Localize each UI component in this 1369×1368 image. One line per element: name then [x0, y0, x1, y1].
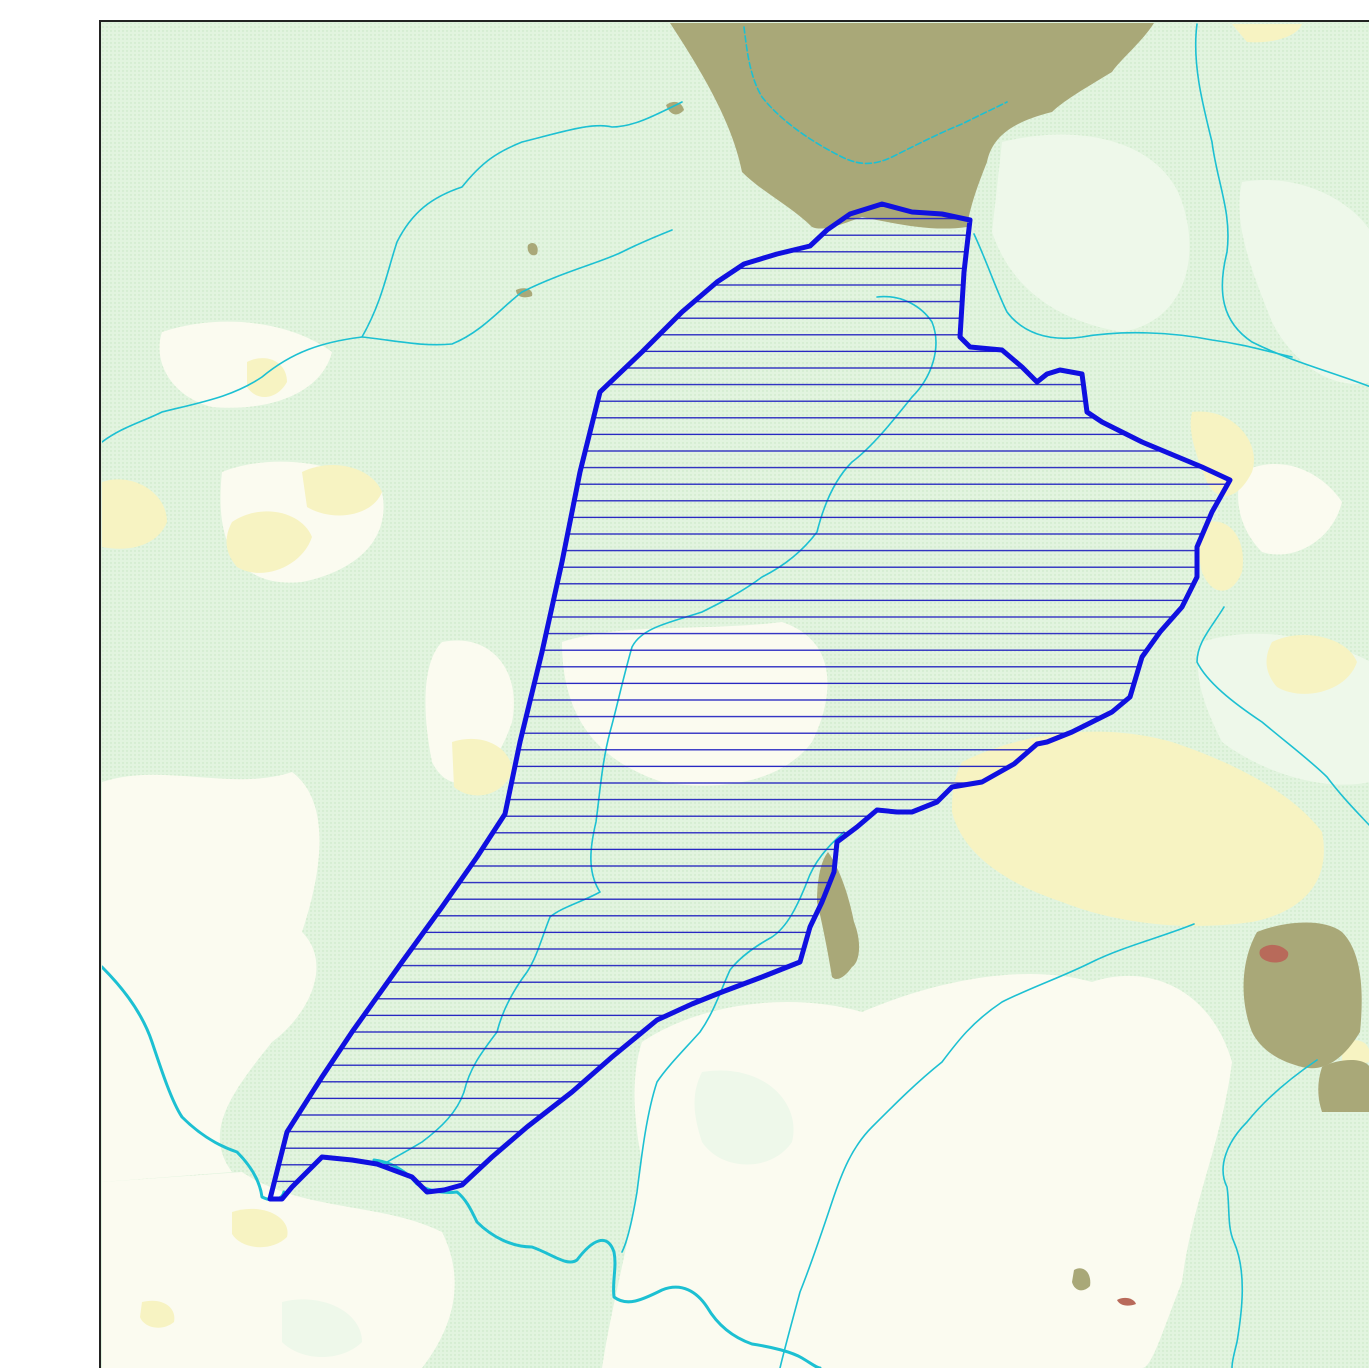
river-far-southeast [1222, 1059, 1318, 1368]
river-northeast [1194, 23, 1369, 388]
river-northwest-lower [361, 229, 673, 346]
pale-green-areas [282, 134, 1369, 1357]
river-east [1196, 606, 1369, 827]
river-north-dashed [743, 26, 1008, 165]
map-canvas[interactable] [99, 20, 1369, 1368]
urban-spot [1117, 944, 1289, 1306]
river-southeast [779, 923, 1195, 1368]
river-northwest-upper [102, 101, 683, 443]
lowland-areas [102, 321, 1342, 1368]
map-frame [99, 20, 1369, 1368]
river-southwest-main [102, 965, 286, 1202]
river-south-main [372, 1158, 822, 1368]
basin-area[interactable] [267, 201, 1233, 1202]
yellow-patches [102, 24, 1369, 1328]
river-northeast-tributary [973, 233, 1293, 358]
